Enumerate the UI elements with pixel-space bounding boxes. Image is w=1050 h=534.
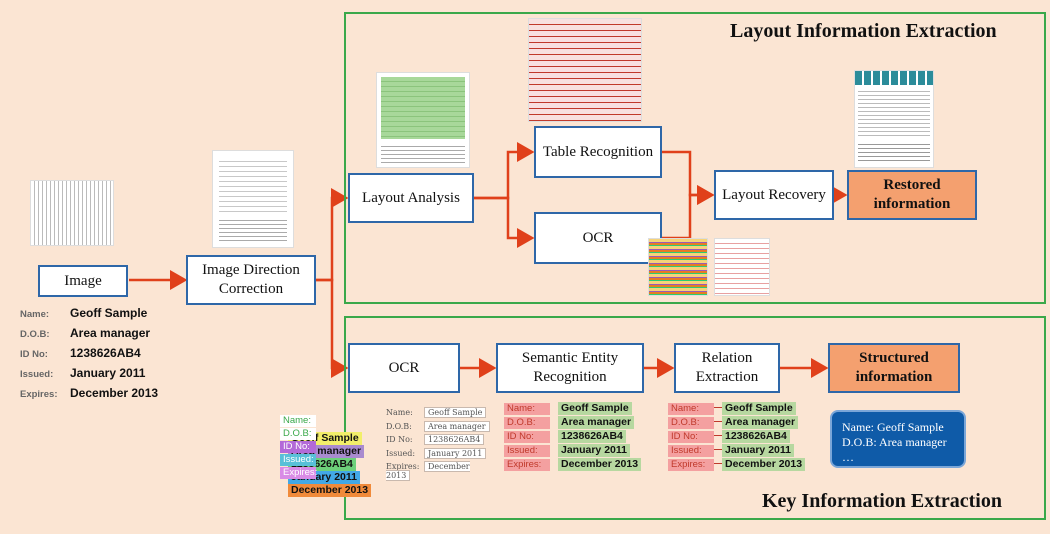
id-card-sample: Name: Geoff Sample D.O.B: Area manager ID … [20, 306, 176, 406]
restored-information-node: Restored information [847, 170, 977, 220]
ocr-plain-value: 1238626AB4 [424, 434, 485, 445]
restored-text [858, 141, 930, 163]
re-value: January 2011 [722, 444, 794, 457]
ser-label: Issued: [504, 445, 550, 457]
re-label: ID No: [668, 431, 714, 443]
re-link-line [714, 406, 722, 408]
ser-label: Expires: [504, 459, 550, 471]
id-card-value: Area manager [70, 326, 151, 340]
re-label: Issued: [668, 445, 714, 457]
arrow-layout-to-ocr [474, 196, 535, 248]
ser-boxes: Name: Geoff Sample D.O.B: Area manager ID … [504, 398, 644, 471]
ser-label: Name: [504, 403, 550, 415]
re-value: 1238626AB4 [722, 430, 790, 443]
table-region-box [381, 77, 465, 139]
id-card-value: December 2013 [70, 386, 159, 400]
ocr-label: Name: [280, 415, 316, 427]
restored-table [858, 88, 930, 138]
id-card-label: D.O.B: [20, 329, 50, 340]
id-card-label: Issued: [20, 369, 54, 380]
kie-region [344, 316, 1046, 520]
layout-analysis-node: Layout Analysis [348, 173, 474, 223]
semantic-entity-recognition-node: Semantic Entity Recognition [496, 343, 644, 393]
re-value: December 2013 [722, 458, 806, 471]
re-boxes: Name: Geoff Sample D.O.B: Area manager ID … [668, 398, 808, 471]
ocr-label: ID No: [280, 441, 316, 453]
re-link-line [714, 448, 722, 450]
ser-value: 1238626AB4 [558, 430, 626, 443]
re-value: Geoff Sample [722, 402, 796, 415]
ocr-plain-value: Geoff Sample [424, 407, 487, 418]
header-strip [855, 71, 933, 85]
kie-region-title: Key Information Extraction [762, 490, 1002, 512]
ocr-label: D.O.B: [280, 428, 316, 440]
id-card-row: Expires: December 2013 [20, 386, 176, 406]
rotated-document-thumbnail [30, 180, 114, 246]
re-label: Expires: [668, 459, 714, 471]
image-node: Image [38, 265, 128, 297]
ser-label: D.O.B: [504, 417, 550, 429]
structured-result-bubble: Name: Geoff Sample D.O.B: Area manager … [830, 410, 966, 468]
id-card-label: Name: [20, 309, 50, 320]
text-region-box [381, 143, 465, 165]
id-card-label: ID No: [20, 349, 48, 360]
ocr-kie-node: OCR [348, 343, 460, 393]
ocr-layout-node: OCR [534, 212, 662, 264]
layout-region-title: Layout Information Extraction [730, 20, 997, 42]
ocr-plain-label: Name: [386, 408, 413, 417]
ser-value: December 2013 [558, 458, 642, 471]
re-label: D.O.B: [668, 417, 714, 429]
image-direction-correction-node: Image Direction Correction [186, 255, 316, 305]
id-card-value: January 2011 [70, 366, 146, 380]
id-card-label: Expires: [20, 389, 58, 400]
structured-information-node: Structured information [828, 343, 960, 393]
result-line-2: D.O.B: Area manager [842, 435, 947, 449]
ocr-result-thumbnail-1 [648, 238, 708, 296]
re-link-line [714, 434, 722, 436]
layout-analysis-thumbnail [376, 72, 470, 168]
ocr-label: Expires: [280, 467, 317, 479]
ocr-plain-boxes: Name: Geoff Sample D.O.B: Area manager ID … [386, 407, 496, 481]
restored-document-thumbnail [854, 70, 934, 168]
table-lines [219, 157, 287, 213]
result-line-3: … [842, 450, 854, 464]
ocr-plain-label: Expires: [386, 462, 420, 471]
ocr-plain-label: D.O.B: [386, 421, 412, 431]
layout-recovery-node: Layout Recovery [714, 170, 834, 220]
ser-label: ID No: [504, 431, 550, 443]
id-card-value: Geoff Sample [70, 306, 148, 320]
id-card-row: Name: Geoff Sample [20, 306, 176, 326]
table-recognition-node: Table Recognition [534, 126, 662, 178]
ocr-plain-value: Area manager [424, 420, 490, 432]
ser-value: Area manager [558, 416, 635, 429]
corrected-document-thumbnail [212, 150, 294, 248]
id-card-row: D.O.B: Area manager [20, 326, 176, 346]
id-card-row: Issued: January 2011 [20, 366, 176, 386]
ocr-value: December 2013 [288, 484, 372, 497]
re-label: Name: [668, 403, 714, 415]
layout-extraction-region [344, 12, 1046, 304]
ocr-label: Issued: [280, 454, 316, 466]
re-value: Area manager [722, 416, 799, 429]
ocr-colored-boxes: Name:Geoff Sample D.O.B:Area manager ID … [280, 410, 390, 497]
ocr-plain-label: Issued: [386, 448, 416, 458]
re-link-line [714, 462, 722, 464]
id-card-row: ID No: 1238626AB4 [20, 346, 176, 366]
id-card-value: 1238626AB4 [70, 346, 141, 360]
arrow-correction-to-layout [316, 188, 349, 282]
ocr-result-thumbnail-2 [714, 238, 770, 296]
table-recognition-thumbnail [528, 18, 642, 122]
ser-value: January 2011 [558, 444, 630, 457]
ocr-plain-label: ID No: [386, 435, 413, 444]
paragraph-lines [219, 217, 287, 243]
ocr-plain-value: January 2011 [424, 447, 487, 459]
relation-extraction-node: Relation Extraction [674, 343, 780, 393]
result-line-1: Name: Geoff Sample [842, 420, 944, 434]
re-link-line [714, 420, 722, 422]
arrow-correction-to-ocr [316, 278, 349, 378]
ser-value: Geoff Sample [558, 402, 632, 415]
